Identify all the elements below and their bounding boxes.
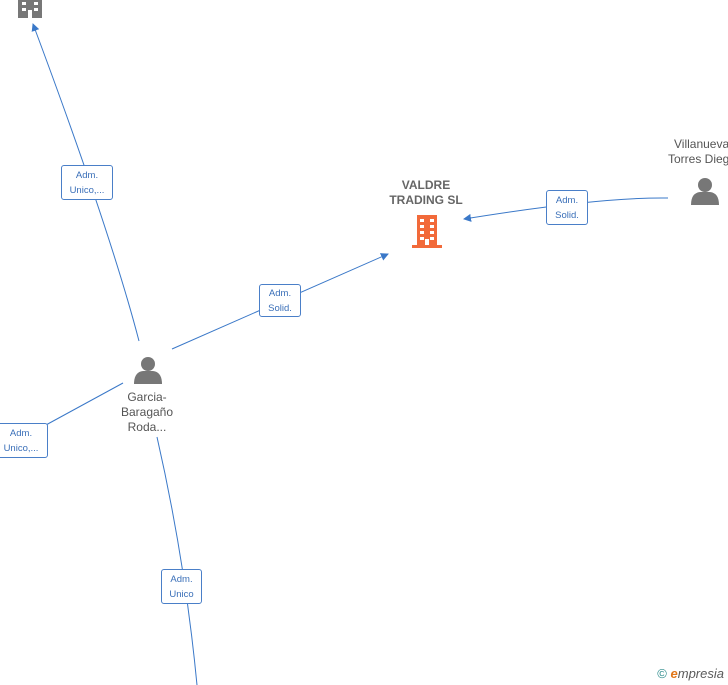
edge-label-garcia-to-left[interactable]: Adm. Unico,... xyxy=(0,423,48,458)
role-line1: Adm. xyxy=(9,428,33,439)
copyright-icon: © xyxy=(657,666,667,681)
edge-label-villanueva-to-valdre[interactable]: Adm. Solid. xyxy=(546,190,588,225)
role-line1: Adm. xyxy=(75,170,99,181)
company-label-valdre[interactable]: VALDRE TRADING SL xyxy=(370,178,482,208)
person-name-line3: Roda... xyxy=(127,420,167,434)
role-line2: Solid. xyxy=(268,303,292,314)
person-name-line1: Garcia- xyxy=(127,390,167,404)
brand-logo: empresia xyxy=(671,666,724,681)
role-line2: Unico,... xyxy=(69,185,105,196)
role-line1: Adm. xyxy=(170,574,193,585)
company-name-line2: TRADING SL xyxy=(389,193,463,207)
building-icon[interactable] xyxy=(15,0,45,18)
building-icon[interactable] xyxy=(412,215,442,248)
brand-initial: e xyxy=(670,666,678,681)
role-line2: Unico xyxy=(169,589,194,600)
edge-garcia-to-bottom xyxy=(156,436,198,685)
role-line1: Adm. xyxy=(555,195,579,206)
person-icon[interactable] xyxy=(134,357,162,384)
person-label-garcia[interactable]: Garcia- Baragaño Roda... xyxy=(104,390,190,435)
person-name-line2: Torres Dieg xyxy=(668,152,728,166)
person-name-line1: Villanueva xyxy=(674,137,728,151)
person-name-line2: Baragaño xyxy=(120,405,174,419)
company-name-line1: VALDRE xyxy=(401,178,451,192)
edge-label-garcia-to-bottom[interactable]: Adm. Unico xyxy=(161,569,202,604)
person-label-villanueva[interactable]: Villanueva Torres Dieg xyxy=(660,137,728,167)
edge-label-garcia-to-valdre[interactable]: Adm. Solid. xyxy=(259,284,301,317)
watermark: © empresia xyxy=(657,666,724,681)
brand-name: mpresia xyxy=(677,666,724,681)
role-line2: Unico,... xyxy=(3,443,39,454)
edge-garcia-to-top xyxy=(31,23,140,342)
person-icon[interactable] xyxy=(691,178,719,205)
role-line2: Solid. xyxy=(555,210,579,221)
edge-label-garcia-to-top[interactable]: Adm. Unico,... xyxy=(61,165,113,200)
role-line1: Adm. xyxy=(268,288,292,299)
